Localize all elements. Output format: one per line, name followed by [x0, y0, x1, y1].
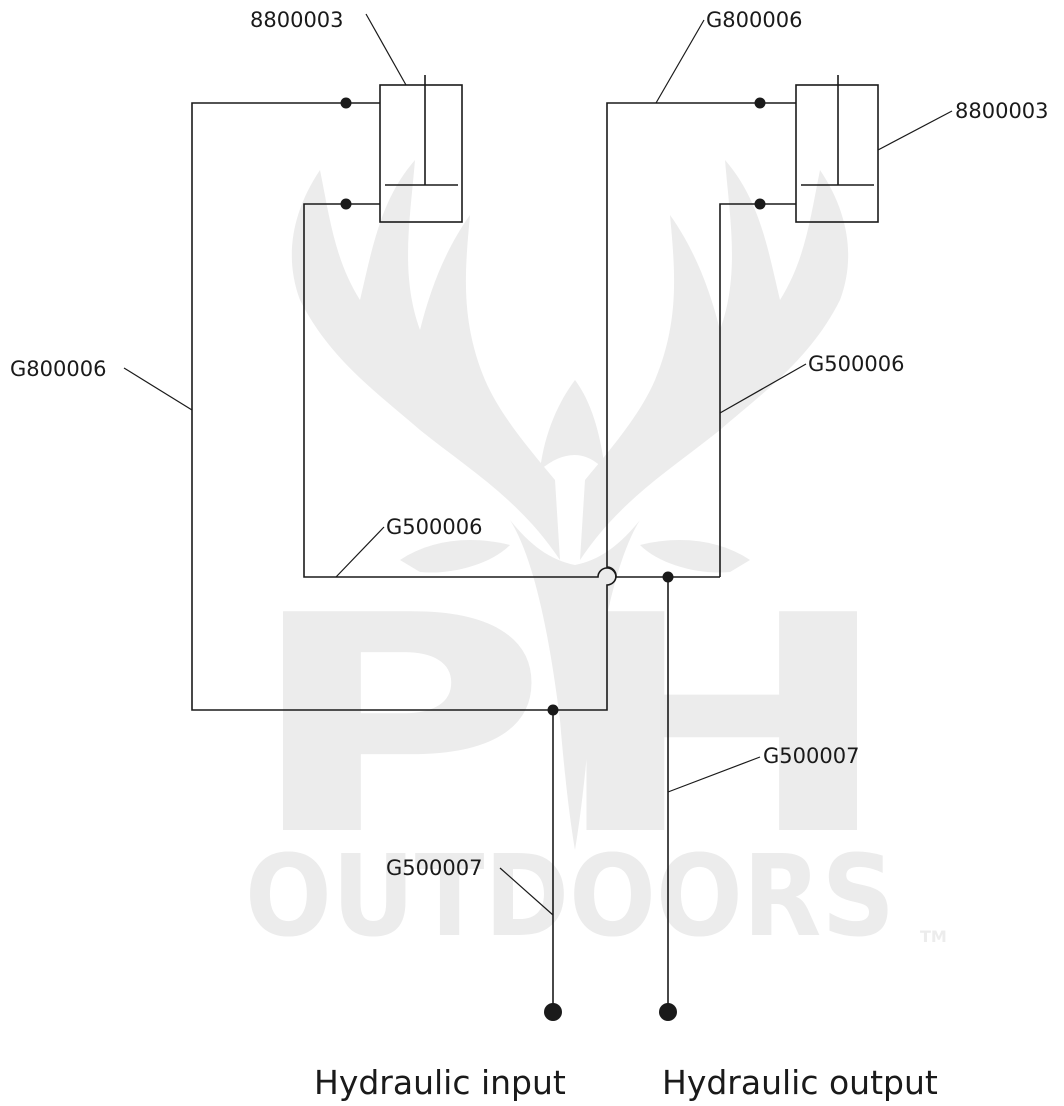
port-input-terminal — [544, 1003, 562, 1021]
hose-left-long — [191, 102, 553, 711]
node-left-cyl-top — [340, 97, 352, 109]
watermark-brand-bottom: OUTDOORS — [245, 832, 895, 962]
leader-cyl-left — [365, 13, 407, 86]
node-right-cyl-top — [754, 97, 766, 109]
node-output-junction — [662, 571, 674, 583]
leader-input-supply — [499, 867, 554, 916]
cylinder-left — [379, 75, 463, 223]
leader-top-right-long — [655, 19, 705, 104]
node-input-junction — [547, 704, 559, 716]
label-hose-top-right-long: G800006 — [706, 8, 802, 32]
watermark: PH OUTDOORS TM — [245, 160, 947, 962]
label-hose-right-short: G500006 — [808, 352, 904, 376]
hose-center-short — [303, 203, 720, 578]
hose-right-short — [719, 203, 796, 577]
label-cylinder-right: 8800003 — [955, 99, 1049, 123]
port-output-terminal — [659, 1003, 677, 1021]
leader-right-short — [719, 363, 807, 414]
cylinder-right — [795, 75, 879, 223]
label-cylinder-left: 8800003 — [250, 8, 344, 32]
leader-cyl-right — [877, 110, 953, 151]
label-hose-output-supply: G500007 — [763, 744, 859, 768]
leader-center-short — [335, 526, 385, 578]
label-hydraulic-input: Hydraulic input — [314, 1063, 566, 1102]
watermark-trademark: TM — [920, 927, 947, 946]
leader-output-supply — [667, 756, 761, 793]
watermark-brand-top: PH — [245, 552, 895, 901]
node-left-cyl-bottom — [340, 198, 352, 210]
label-hose-input-supply: G500007 — [386, 856, 482, 880]
label-hydraulic-output: Hydraulic output — [662, 1063, 938, 1102]
leader-left-long — [123, 367, 193, 411]
node-right-cyl-bottom — [754, 198, 766, 210]
label-hose-center-short: G500006 — [386, 515, 482, 539]
label-hose-left-long: G800006 — [10, 357, 106, 381]
